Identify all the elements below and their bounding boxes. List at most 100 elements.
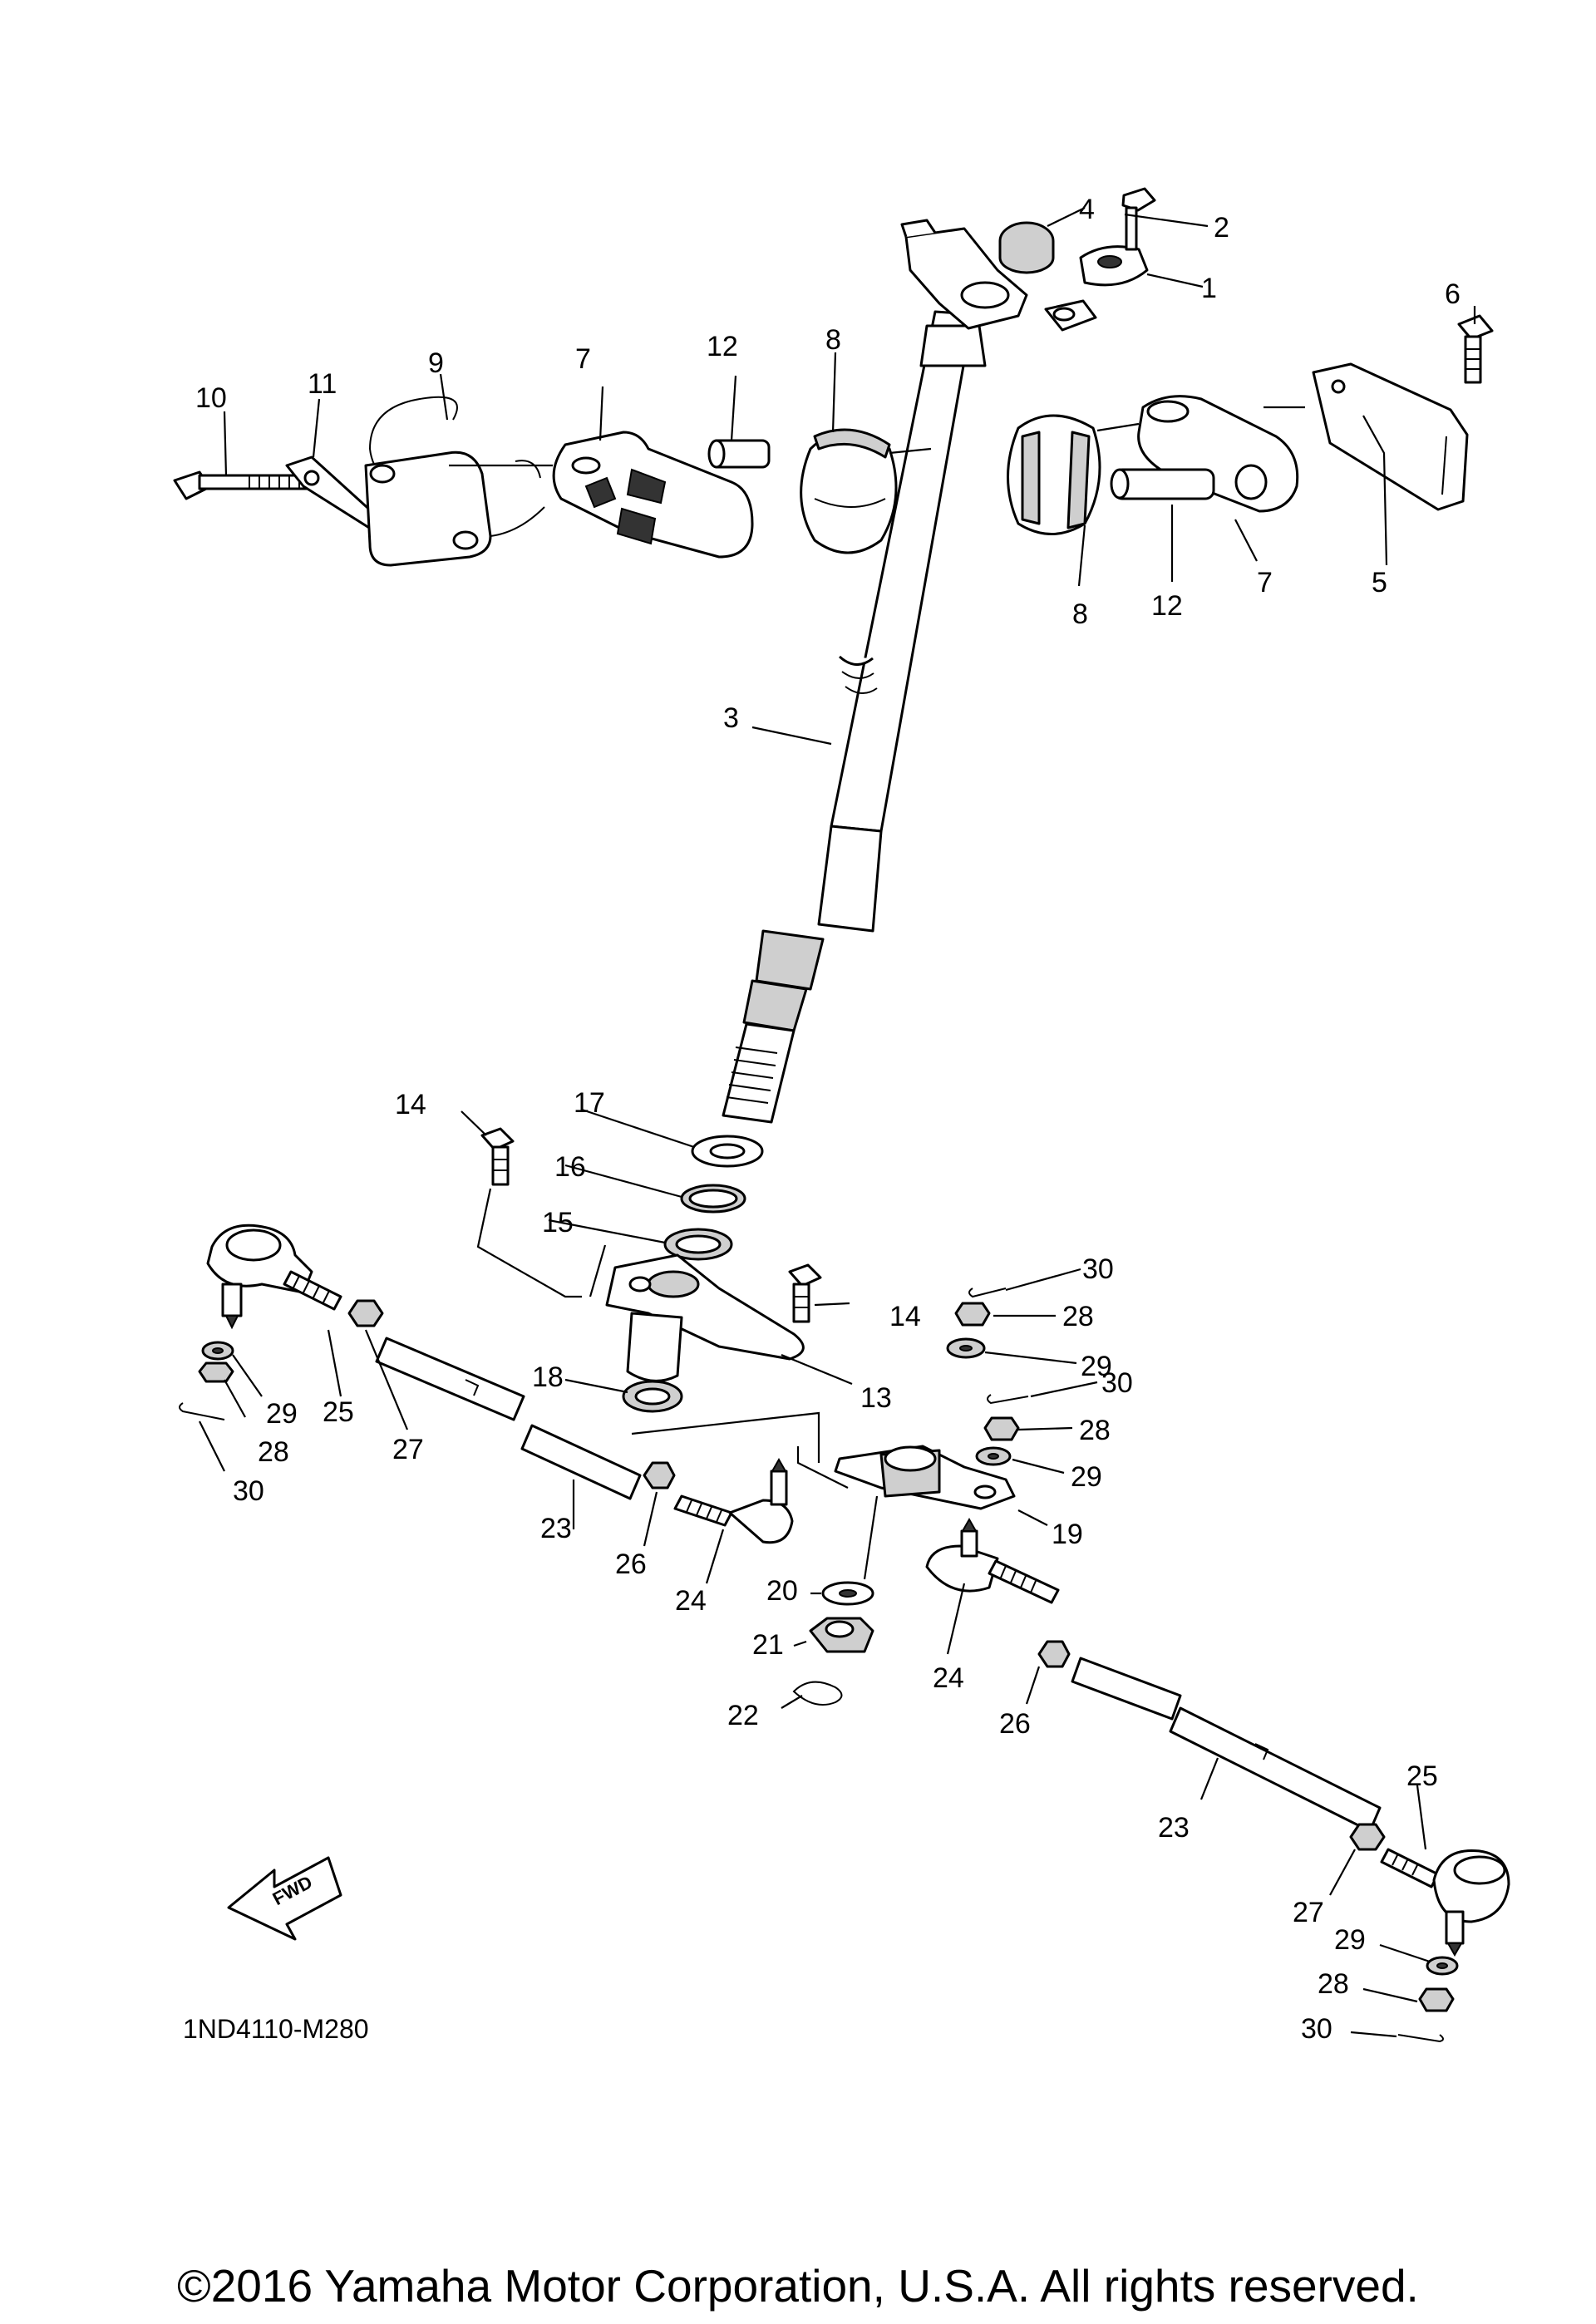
nut-part-28-top xyxy=(954,1302,991,1327)
nut-part-27-right xyxy=(1349,1823,1386,1851)
callout-16: 16 xyxy=(554,1151,586,1183)
callout-14-right: 14 xyxy=(889,1301,921,1332)
nut-part-27-left xyxy=(347,1299,384,1327)
callout-10: 10 xyxy=(195,382,227,414)
bolt-part-2 xyxy=(1121,187,1156,251)
callout-4: 4 xyxy=(1079,194,1095,225)
nut-part-28-right xyxy=(1418,1987,1455,2012)
callout-19: 19 xyxy=(1052,1519,1083,1550)
cotter-pin-part-30-mid xyxy=(987,1394,1029,1405)
callout-5: 5 xyxy=(1372,567,1387,598)
callout-21: 21 xyxy=(752,1629,784,1661)
washer-part-20 xyxy=(821,1581,874,1606)
washer-part-17 xyxy=(691,1135,764,1168)
callout-30-left: 30 xyxy=(233,1475,264,1507)
cotter-pin-part-30-right xyxy=(1397,2034,1444,2043)
callout-12-left: 12 xyxy=(707,331,738,362)
callout-8-right: 8 xyxy=(1072,598,1088,630)
callout-25-left: 25 xyxy=(323,1396,354,1428)
callout-11: 11 xyxy=(308,368,337,400)
callout-28-right: 28 xyxy=(1318,1968,1349,2000)
callout-26-right: 26 xyxy=(999,1708,1031,1740)
callout-17: 17 xyxy=(574,1087,605,1119)
callout-23-left: 23 xyxy=(540,1513,572,1544)
callout-29-top: 29 xyxy=(1081,1351,1112,1382)
callout-29-left: 29 xyxy=(266,1398,298,1430)
callout-30-right: 30 xyxy=(1301,2013,1332,2045)
bolt-part-10 xyxy=(173,470,309,500)
clamp-part-7-right xyxy=(1137,395,1299,513)
callout-9: 9 xyxy=(428,347,444,379)
bolt-part-14-right xyxy=(788,1263,822,1323)
bracket-part-5 xyxy=(1312,362,1469,511)
callout-8-left: 8 xyxy=(825,324,841,356)
callout-12-right: 12 xyxy=(1151,590,1183,622)
callout-26-left: 26 xyxy=(615,1549,647,1580)
tie-rod-end-part-24-right xyxy=(925,1517,1060,1604)
callout-7-left: 7 xyxy=(575,343,591,375)
collar-part-12-left xyxy=(707,439,771,469)
callout-28-left: 28 xyxy=(258,1436,289,1468)
tie-rod-end-part-24-left xyxy=(673,1457,794,1544)
fwd-arrow-icon: FWD xyxy=(227,1856,342,1941)
diagram-code: 1ND4110-M280 xyxy=(183,2014,369,2044)
steering-shaft xyxy=(722,310,987,1124)
washer-part-29-mid xyxy=(975,1446,1012,1466)
callout-22: 22 xyxy=(727,1700,759,1731)
callout-6: 6 xyxy=(1445,278,1461,310)
collar-part-12-right xyxy=(1110,468,1215,500)
center-leaders xyxy=(461,1108,1048,1709)
callout-29-right: 29 xyxy=(1334,1924,1366,1956)
washer-part-29-left xyxy=(201,1341,234,1361)
clamp-part-7-left xyxy=(552,431,754,559)
copyright-notice: ©2016 Yamaha Motor Corporation, U.S.A. A… xyxy=(177,2260,1419,2312)
callout-18: 18 xyxy=(532,1361,564,1393)
callout-1: 1 xyxy=(1201,273,1217,304)
seal-part-18 xyxy=(622,1380,683,1413)
callout-23-right: 23 xyxy=(1158,1812,1190,1844)
callout-28-top: 28 xyxy=(1062,1301,1094,1332)
callout-25-right: 25 xyxy=(1406,1760,1438,1792)
bolt-part-14-left xyxy=(480,1127,515,1186)
bushing-part-8-right xyxy=(1007,414,1101,535)
shaft-top-bracket xyxy=(900,219,1097,332)
callout-27-right: 27 xyxy=(1293,1897,1324,1928)
cotter-pin-part-30-left xyxy=(179,1402,225,1420)
left-tie-rod-leaders xyxy=(199,1329,725,1584)
callout-24-left: 24 xyxy=(675,1585,707,1617)
callout-15: 15 xyxy=(542,1207,574,1238)
callout-labels: 1 2 3 4 5 6 7 7 8 8 9 10 11 12 12 13 14 … xyxy=(195,194,1461,2045)
tie-rod-end-part-25-left xyxy=(206,1224,313,1330)
nut-part-26-right xyxy=(1037,1640,1071,1668)
seal-part-16 xyxy=(680,1184,746,1214)
callout-3: 3 xyxy=(723,702,739,734)
callout-30-mid: 30 xyxy=(1101,1367,1133,1399)
cap-part-4 xyxy=(998,221,1055,274)
nut-part-21 xyxy=(809,1617,874,1653)
washer-part-29-right xyxy=(1426,1956,1459,1976)
nut-part-28-left xyxy=(198,1361,234,1383)
callout-30-top: 30 xyxy=(1082,1253,1114,1285)
callout-14-left: 14 xyxy=(395,1089,426,1120)
nut-part-28-mid xyxy=(983,1416,1020,1441)
callout-24-right: 24 xyxy=(933,1662,964,1694)
tie-rod-part-23-right xyxy=(1071,1657,1382,1833)
pitman-arm-part-19 xyxy=(834,1445,1016,1510)
threaded-end-part-25-left xyxy=(283,1270,342,1311)
callout-13: 13 xyxy=(860,1382,892,1414)
bolt-part-6 xyxy=(1457,314,1494,384)
callout-29-mid: 29 xyxy=(1071,1461,1102,1493)
steering-arm-part-13 xyxy=(605,1253,805,1382)
callout-28-mid: 28 xyxy=(1079,1415,1111,1446)
nut-part-26-left xyxy=(643,1461,676,1489)
right-tie-rod-leaders xyxy=(946,1268,1431,2038)
upper-leaders xyxy=(223,207,1476,746)
washer-part-29-top xyxy=(946,1337,986,1359)
callout-7-right: 7 xyxy=(1257,567,1273,598)
callout-2: 2 xyxy=(1214,212,1229,244)
tie-rod-end-part-25-right xyxy=(1432,1849,1510,1957)
bushing-part-8-left xyxy=(800,428,898,554)
bracket-plate xyxy=(364,451,492,567)
holder-part-1 xyxy=(1079,245,1149,287)
